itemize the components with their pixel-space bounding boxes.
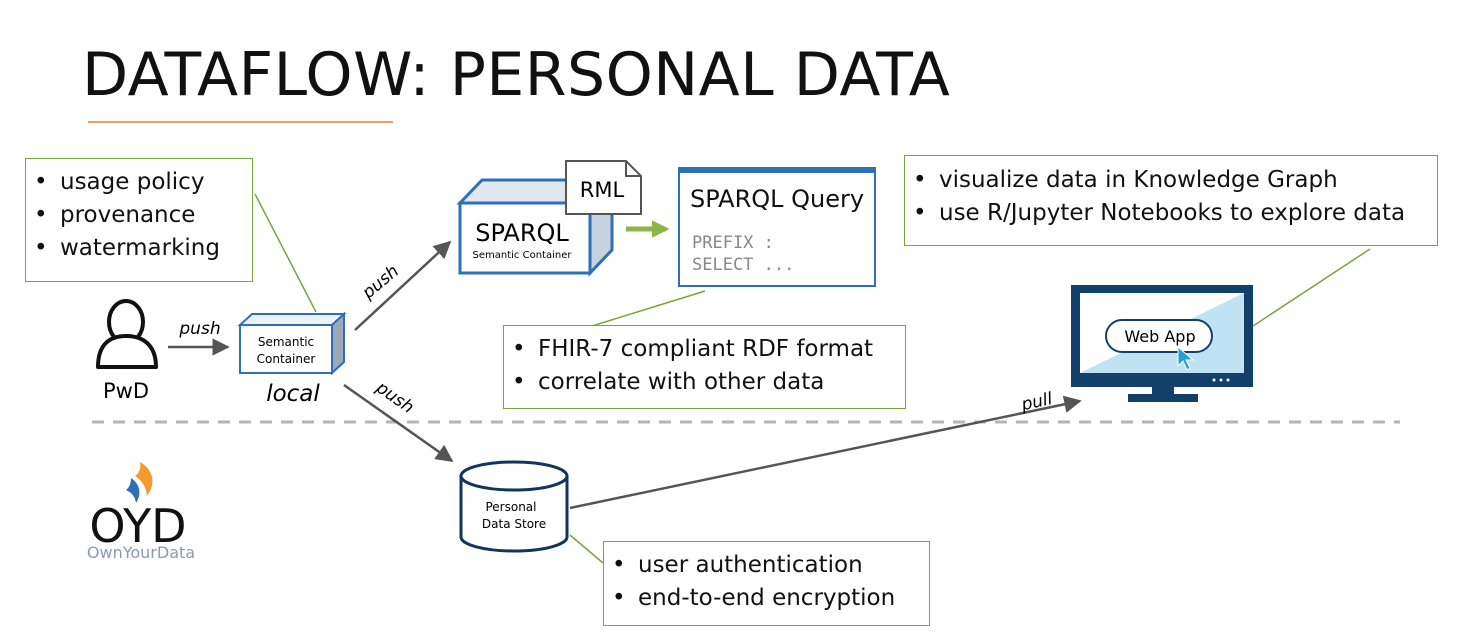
- sparql-query-box: SPARQL Query PREFIX : SELECT ...: [678, 167, 876, 287]
- push-label-person: push: [178, 319, 220, 339]
- local-label: local: [266, 381, 320, 407]
- note-visualize: visualize data in Knowledge Graph use R/…: [904, 155, 1438, 246]
- data-store-label-1: Personal: [485, 500, 536, 514]
- person-label: PwD: [103, 379, 149, 403]
- push-label-store: push: [371, 377, 417, 418]
- note-item: provenance: [26, 199, 252, 232]
- page-title: DATAFLOW: PERSONAL DATA: [82, 40, 951, 110]
- web-app-label: Web App: [1124, 327, 1195, 346]
- person-icon: [96, 299, 158, 369]
- pull-arrow-webapp: [569, 395, 1082, 510]
- note-item: user authentication: [604, 549, 929, 582]
- personal-data-store-icon: [459, 460, 569, 553]
- note-item: use R/Jupyter Notebooks to explore data: [905, 197, 1437, 230]
- note-item: correlate with other data: [504, 366, 905, 399]
- web-app-button[interactable]: Web App: [1105, 319, 1213, 353]
- oyd-logo-text: OYD: [89, 499, 186, 553]
- sparql-container-label: SPARQL: [475, 219, 569, 247]
- note-fhir: FHIR-7 compliant RDF format correlate wi…: [503, 325, 906, 409]
- rml-document-icon: [565, 160, 642, 215]
- push-arrow-store: [343, 383, 454, 463]
- sparql-query-title: SPARQL Query: [690, 185, 865, 213]
- note-item: visualize data in Knowledge Graph: [905, 164, 1437, 197]
- note-item: end-to-end encryption: [604, 582, 929, 615]
- title-underline: [88, 121, 393, 123]
- note-item: watermarking: [26, 232, 252, 265]
- note-connector-visualize: [1252, 248, 1371, 327]
- push-arrow-sparql: [354, 240, 452, 331]
- note-store-features: user authentication end-to-end encryptio…: [603, 541, 930, 626]
- note-connector-local: [254, 193, 317, 313]
- oyd-logo-subtext: OwnYourData: [87, 543, 195, 562]
- pull-label: pull: [1019, 389, 1055, 415]
- oyd-logo-icon: [126, 462, 153, 503]
- sparql-query-line-1: PREFIX :: [692, 233, 774, 253]
- cursor-icon: [1177, 345, 1195, 371]
- semantic-container-label-2: Container: [257, 352, 316, 366]
- data-store-label-2: Data Store: [482, 517, 546, 531]
- note-local-features: usage policy provenance watermarking: [25, 158, 253, 282]
- sparql-query-line-2: SELECT ...: [692, 255, 795, 275]
- push-label-sparql: push: [358, 261, 403, 303]
- rml-label: RML: [580, 178, 625, 202]
- note-connector-fhir: [591, 290, 706, 327]
- note-item: FHIR-7 compliant RDF format: [504, 333, 905, 366]
- semantic-container-local-icon: [237, 311, 347, 376]
- note-connector-store: [569, 534, 604, 564]
- note-item: usage policy: [26, 166, 252, 199]
- sparql-container-sublabel: Semantic Container: [473, 250, 573, 261]
- semantic-container-label-1: Semantic: [258, 335, 314, 349]
